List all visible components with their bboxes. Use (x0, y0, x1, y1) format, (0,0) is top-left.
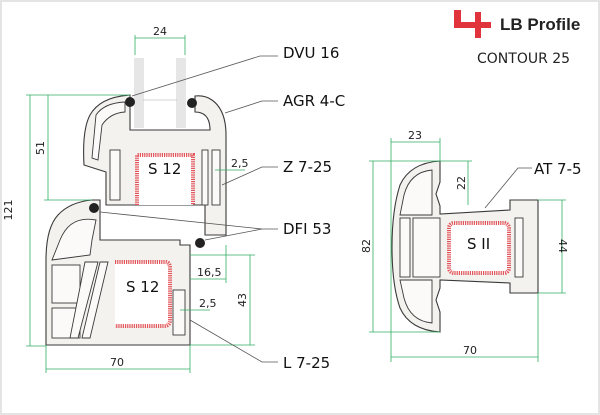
dim-offset: 16,5 (197, 266, 222, 279)
dim-sash-height: 51 (34, 141, 47, 155)
glass-unit (134, 58, 186, 128)
window-section (45, 58, 227, 346)
steel-reinforcement-mullion (447, 221, 511, 275)
seal-bottom (195, 238, 205, 248)
steel-label-sash: S 12 (148, 160, 181, 178)
callout-leaders (99, 55, 278, 363)
dim-flange: 22 (455, 176, 468, 190)
callout-leader-at75 (484, 167, 532, 209)
callout-at75: AT 7-5 (534, 160, 582, 178)
dim-frame-height: 43 (236, 293, 249, 307)
dim-glass-width: 24 (153, 25, 167, 38)
callout-agr4c: AGR 4-C (283, 92, 345, 110)
dim-mullion-width: 70 (463, 344, 477, 357)
dim-top-width: 23 (408, 129, 422, 142)
dim-total-height: 121 (2, 200, 15, 221)
steel-label-frame: S 12 (126, 278, 159, 296)
lb-profile-logo (454, 10, 491, 38)
seal-top (89, 203, 99, 213)
callout-z725: Z 7-25 (283, 158, 332, 176)
dim-wall-frame: 2,5 (199, 297, 217, 310)
gasket-outer (187, 98, 197, 108)
gasket-inner (125, 97, 135, 107)
callout-dvu16: DVU 16 (283, 44, 339, 62)
steel-label-mullion: S II (467, 235, 490, 253)
brand-name: LB Profile (500, 15, 580, 34)
steel-reinforcement-sash (135, 153, 195, 205)
left-dimensions (26, 35, 255, 373)
dim-body-height: 44 (556, 239, 569, 253)
dim-wall-sash: 2,5 (231, 157, 249, 170)
callout-dfi53: DFI 53 (283, 220, 331, 238)
callout-l725: L 7-25 (283, 354, 330, 372)
dim-mullion-height: 82 (360, 239, 373, 253)
mullion-section (391, 160, 539, 333)
steel-reinforcement-frame (115, 260, 172, 328)
dim-frame-width: 70 (110, 356, 124, 369)
model-name: CONTOUR 25 (477, 51, 570, 67)
right-dimensions (369, 138, 566, 362)
